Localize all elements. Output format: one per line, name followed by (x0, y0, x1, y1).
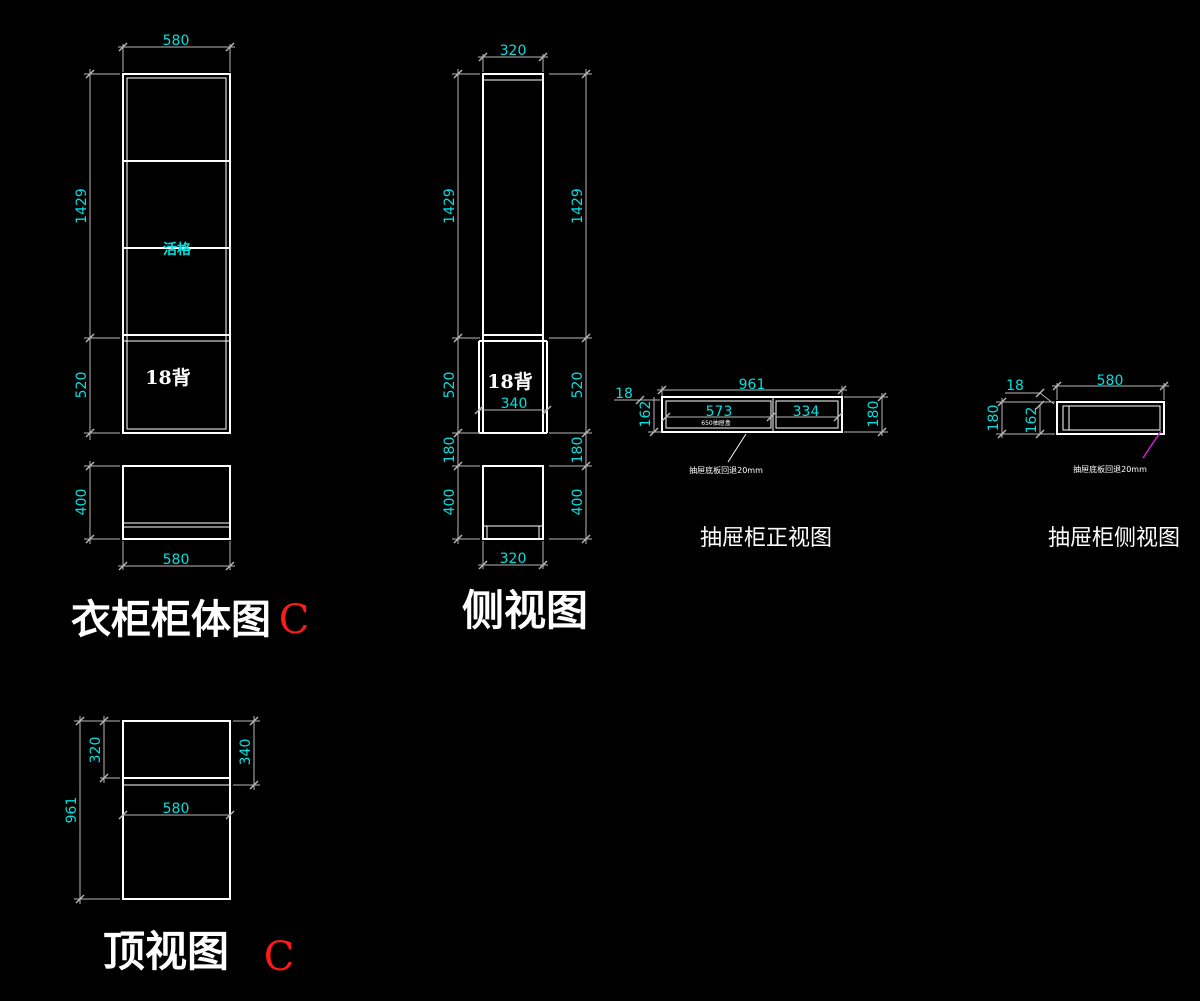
dim-wardrobe-middle-height: 520 (74, 372, 90, 399)
dim-side-inner-depth: 340 (501, 396, 528, 412)
dim-side-mid-left: 520 (442, 372, 458, 399)
drawer-front-leader (727, 433, 747, 463)
dim-side-mid-right: 520 (570, 372, 586, 399)
wardrobe-back-panel-label: 18背 (145, 366, 190, 389)
dim-drawer-side-width: 580 (1097, 373, 1124, 389)
drawer-side-view: 580 18 180 162 抽屉底板回退20mm 抽屉柜侧视图 (986, 373, 1180, 551)
wardrobe-body-inner (126, 77, 227, 430)
side-view-title: 侧视图 (462, 586, 588, 635)
top-view: 961 320 340 580 顶视图 C (64, 716, 294, 980)
dim-wardrobe-width-bottom: 580 (163, 552, 190, 568)
top-view-mark: C (264, 934, 295, 980)
wardrobe-body-outline (122, 73, 231, 434)
dim-side-upper-right: 1429 (570, 188, 586, 224)
dim-side-base-left: 400 (442, 489, 458, 516)
dim-side-width-bottom: 320 (500, 551, 527, 567)
drawer-side-inner (1062, 405, 1161, 431)
dim-drawer-right-width: 334 (793, 404, 820, 420)
side-view: 320 1429 520 180 400 1429 520 180 400 34… (442, 43, 592, 635)
dim-drawer-side-height: 180 (986, 405, 1002, 432)
side-base-outline (482, 465, 544, 540)
drawer-box-note: 650抽屉盒 (701, 419, 730, 427)
dim-top-total: 961 (64, 797, 80, 824)
dim-side-base-right: 400 (570, 489, 586, 516)
dim-top-upper-left: 320 (88, 737, 104, 764)
side-back-panel-label: 18背 (487, 370, 532, 393)
dim-drawer-height: 180 (866, 401, 882, 428)
wardrobe-mark: C (279, 597, 310, 643)
wardrobe-base-outline (122, 465, 231, 540)
dim-drawer-side-inner-height: 162 (1024, 407, 1040, 434)
dim-wardrobe-width-top: 580 (163, 33, 190, 49)
dim-top-upper-right: 340 (238, 739, 254, 766)
drawer-front-outline (661, 396, 843, 433)
dim-drawer-panel: 18 (615, 386, 633, 402)
dim-side-gap-right: 180 (570, 437, 586, 464)
dim-wardrobe-upper-height: 1429 (74, 188, 90, 224)
wardrobe-elevation: 580 1429 520 400 580 活格 18背 衣柜柜体图 C (71, 33, 309, 643)
dim-drawer-inner-height: 162 (638, 401, 654, 428)
dim-top-width: 580 (163, 801, 190, 817)
drawer-side-title: 抽屉柜侧视图 (1048, 526, 1180, 551)
wardrobe-title: 衣柜柜体图 (71, 596, 271, 643)
drawer-right-box (775, 400, 839, 429)
drawer-front-title: 抽屉柜正视图 (700, 526, 832, 551)
drawer-side-outline (1056, 401, 1165, 435)
drawer-left-box (665, 400, 772, 429)
drawer-side-leader (1142, 430, 1162, 459)
dim-side-width-top: 320 (500, 43, 527, 59)
drawer-front-note: 抽屉底板回退20mm (689, 465, 763, 475)
drawer-front-view: 961 573 334 650抽屉盒 18 162 180 抽屉底板回退20mm… (614, 377, 888, 551)
dim-drawer-total-width: 961 (739, 377, 766, 393)
top-view-title: 顶视图 (103, 927, 229, 976)
dim-side-upper-left: 1429 (442, 188, 458, 224)
drawer-side-note: 抽屉底板回退20mm (1073, 464, 1147, 474)
top-view-outline (122, 720, 231, 900)
dim-drawer-left-width: 573 (706, 404, 733, 420)
dim-wardrobe-base-height: 400 (74, 489, 90, 516)
shelf-label: 活格 (163, 241, 192, 258)
dim-side-gap-left: 180 (442, 437, 458, 464)
dim-drawer-side-panel: 18 (1006, 378, 1024, 394)
